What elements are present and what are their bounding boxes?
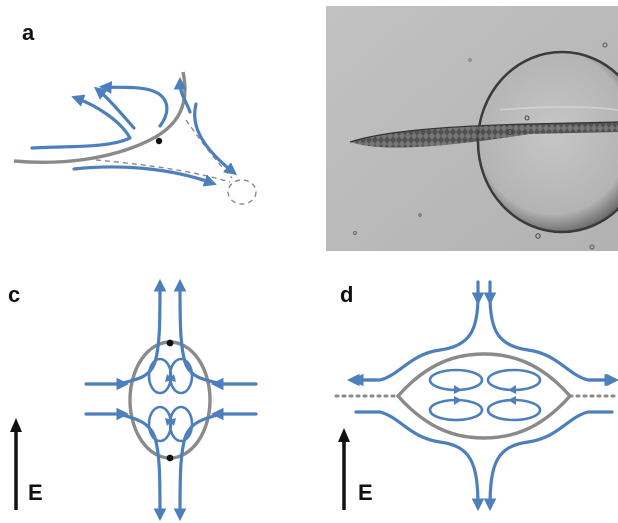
- panel-b-photo: [326, 6, 618, 251]
- panel-a-droplet-outline: [228, 180, 256, 204]
- panel-c-droplet: [130, 342, 210, 458]
- panel-c-bottom-pole: [167, 455, 174, 462]
- panel-a-flow-5: [195, 104, 233, 172]
- panel-d-flow-lower-right: [490, 412, 612, 506]
- panel-a-flow-6: [74, 167, 212, 183]
- panel-a-diagram: [14, 72, 256, 204]
- panel-c-top-pole: [167, 340, 174, 347]
- panel-c-flow-bottom-left: [118, 414, 160, 516]
- panel-c-flow-top-right: [180, 284, 222, 384]
- panel-d-flow-lower-left: [356, 412, 478, 506]
- panel-d-droplet: [398, 354, 570, 438]
- panel-d-flow-upper-right: [490, 296, 612, 380]
- panel-d-flow-upper-left: [356, 296, 478, 380]
- panel-c-diagram: [10, 284, 256, 516]
- panel-c-flow-top-left: [118, 284, 160, 384]
- panel-d-diagram: [336, 282, 616, 510]
- panel-a-stagnation-point: [156, 138, 162, 144]
- panel-c-flow-bottom-right: [180, 414, 222, 516]
